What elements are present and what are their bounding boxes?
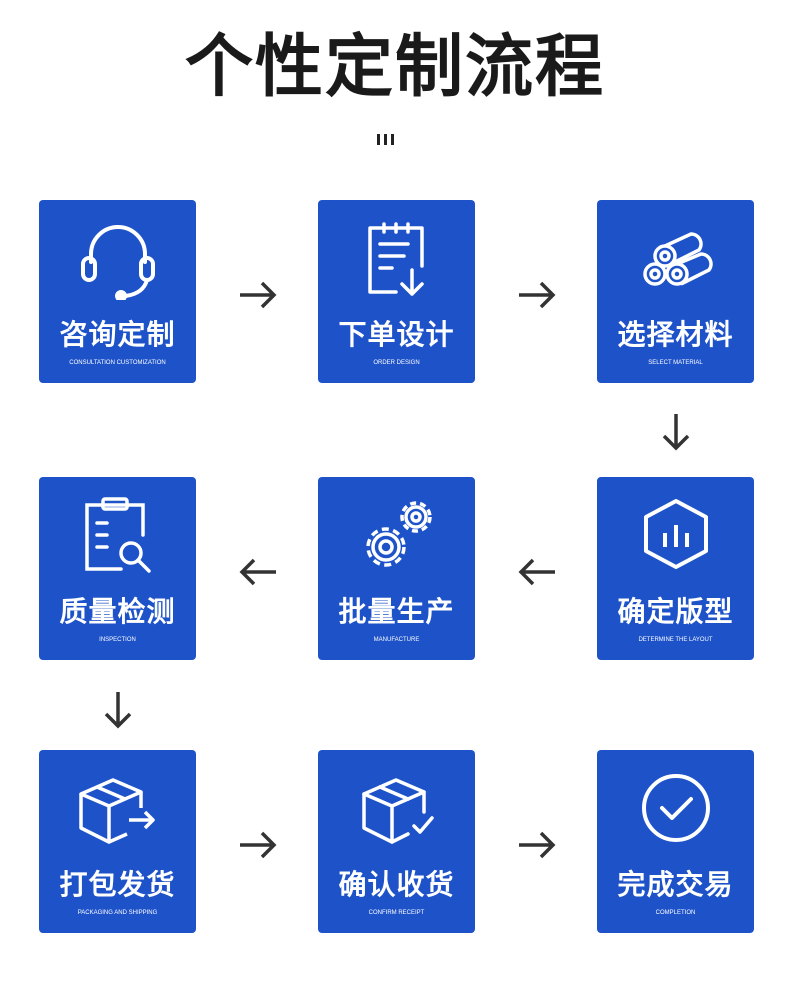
- step-title: 下单设计: [338, 318, 455, 351]
- clipboard-search-icon: [85, 497, 151, 573]
- headset-icon: [81, 225, 155, 300]
- step-card-manufacture: 批量生产 MANUFACTURE: [318, 477, 475, 660]
- step-card-shipping: 打包发货 PACKAGING AND SHIPPING: [39, 750, 196, 933]
- step-subtitle: MANUFACTURE: [373, 637, 420, 643]
- box-arrow-icon: [79, 778, 155, 844]
- arrow-down-icon: [662, 414, 690, 451]
- step-card-completion: 完成交易 COMPLETION: [597, 750, 754, 933]
- hexagon-chart-icon: [644, 499, 708, 569]
- step-subtitle: DETERMINE THE LAYOUT: [638, 637, 713, 643]
- arrow-right-icon: [519, 281, 556, 309]
- step-card-inspection: 质量检测 INSPECTION: [39, 477, 196, 660]
- step-card-confirm-receipt: 确认收货 CONFIRM RECEIPT: [318, 750, 475, 933]
- step-subtitle: PACKAGING AND SHIPPING: [77, 910, 158, 916]
- box-check-icon: [362, 778, 434, 844]
- step-title: 完成交易: [617, 868, 734, 901]
- step-title: 打包发货: [59, 868, 176, 901]
- clipboard-download-icon: [368, 222, 424, 296]
- step-title: 批量生产: [338, 595, 455, 628]
- gears-icon: [366, 501, 432, 567]
- arrow-right-icon: [240, 281, 277, 309]
- step-title: 确定版型: [617, 595, 734, 628]
- step-subtitle: COMPLETION: [655, 910, 696, 916]
- arrow-right-icon: [240, 831, 277, 859]
- check-circle-icon: [642, 774, 710, 842]
- arrow-left-icon: [518, 558, 555, 586]
- step-subtitle: CONSULTATION CUSTOMIZATION: [69, 360, 166, 366]
- step-title: 咨询定制: [59, 318, 176, 351]
- arrow-down-icon: [104, 692, 132, 729]
- page-title: 个性定制流程: [184, 28, 605, 107]
- step-card-order-design: 下单设计 ORDER DESIGN: [318, 200, 475, 383]
- arrow-left-icon: [239, 558, 276, 586]
- step-title: 确认收货: [338, 868, 455, 901]
- step-title: 选择材料: [617, 318, 734, 351]
- step-subtitle: INSPECTION: [99, 637, 136, 643]
- step-card-consultation: 咨询定制 CONSULTATION CUSTOMIZATION: [39, 200, 196, 383]
- arrow-right-icon: [519, 831, 556, 859]
- step-subtitle: SELECT MATERIAL: [648, 360, 703, 366]
- step-title: 质量检测: [59, 595, 176, 628]
- step-card-layout: 确定版型 DETERMINE THE LAYOUT: [597, 477, 754, 660]
- material-rolls-icon: [643, 232, 713, 286]
- step-subtitle: ORDER DESIGN: [373, 360, 420, 366]
- step-subtitle: CONFIRM RECEIPT: [368, 910, 425, 916]
- decorative-bars: [377, 134, 397, 146]
- step-card-select-material: 选择材料 SELECT MATERIAL: [597, 200, 754, 383]
